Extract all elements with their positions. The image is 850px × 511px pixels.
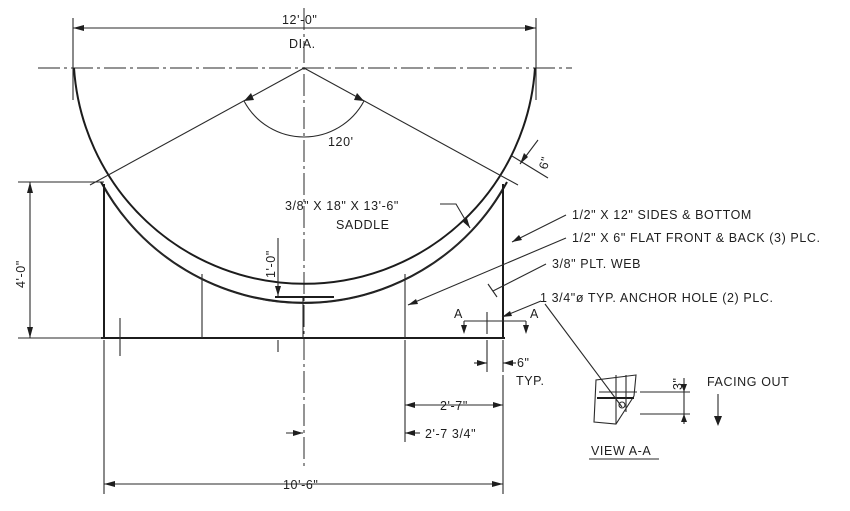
section-aa-marks <box>461 312 529 334</box>
plt-web-label: 3/8" PLT. WEB <box>552 257 641 271</box>
anchor-leader-arrow <box>502 311 512 317</box>
web-leader <box>492 263 547 292</box>
edge-six-dimension <box>511 139 549 179</box>
dim-2-7-3-4 <box>286 430 420 436</box>
edge-six-label: 6" <box>536 155 553 171</box>
web-leader-tee <box>487 283 498 298</box>
typ-label: TYP. <box>516 374 545 388</box>
dim-2-7 <box>404 340 503 442</box>
saddle-frame <box>101 184 505 339</box>
saddle-label: SADDLE <box>336 218 390 232</box>
sides-leader <box>511 214 567 243</box>
base-dimension <box>103 340 504 494</box>
diameter-label: 12'-0" <box>282 13 317 27</box>
section-a-right: A <box>530 307 539 321</box>
saddle-plate-inner <box>103 185 505 304</box>
flat-leader-arrow <box>408 299 418 305</box>
three-inch-label: 3" <box>671 377 685 390</box>
six-typ-dimension <box>474 340 516 372</box>
anchor-leader <box>501 300 623 408</box>
flat-front-back-label: 1/2" X 6" FLAT FRONT & BACK (3) PLC. <box>572 231 821 245</box>
web-height-label: 1'-0" <box>264 250 278 278</box>
facing-out-arrow <box>714 394 722 426</box>
six-label: 6" <box>517 356 530 370</box>
sides-bottom-label: 1/2" X 12" SIDES & BOTTOM <box>572 208 752 222</box>
sides-leader-arrow <box>512 235 522 242</box>
view-aa-label: VIEW A-A <box>591 444 651 458</box>
facing-out-label: FACING OUT <box>707 375 789 389</box>
saddle-leader-arrow <box>462 218 470 228</box>
angle-label: 120' <box>328 135 354 149</box>
dim-2-7-3-4-label: 2'-7 3/4" <box>425 427 476 441</box>
anchor-hole-label: 1 3/4"ø TYP. ANCHOR HOLE (2) PLC. <box>540 291 774 305</box>
dim-2-7-label: 2'-7" <box>440 399 468 413</box>
height-label: 4'-0" <box>14 260 28 288</box>
view-aa-detail <box>593 374 690 425</box>
flat-leader <box>407 237 567 306</box>
shell-semicircle <box>73 67 536 285</box>
height-dimension <box>18 181 104 339</box>
dia-label: DIA. <box>289 37 316 51</box>
saddle-plate-label: 3/8" X 18" X 13'-6" <box>285 199 399 213</box>
angle-lines <box>89 67 519 186</box>
web-height-dimension <box>275 238 281 296</box>
saddle-leader <box>440 203 471 229</box>
base-length-label: 10'-6" <box>283 478 318 492</box>
section-a-left: A <box>454 307 463 321</box>
